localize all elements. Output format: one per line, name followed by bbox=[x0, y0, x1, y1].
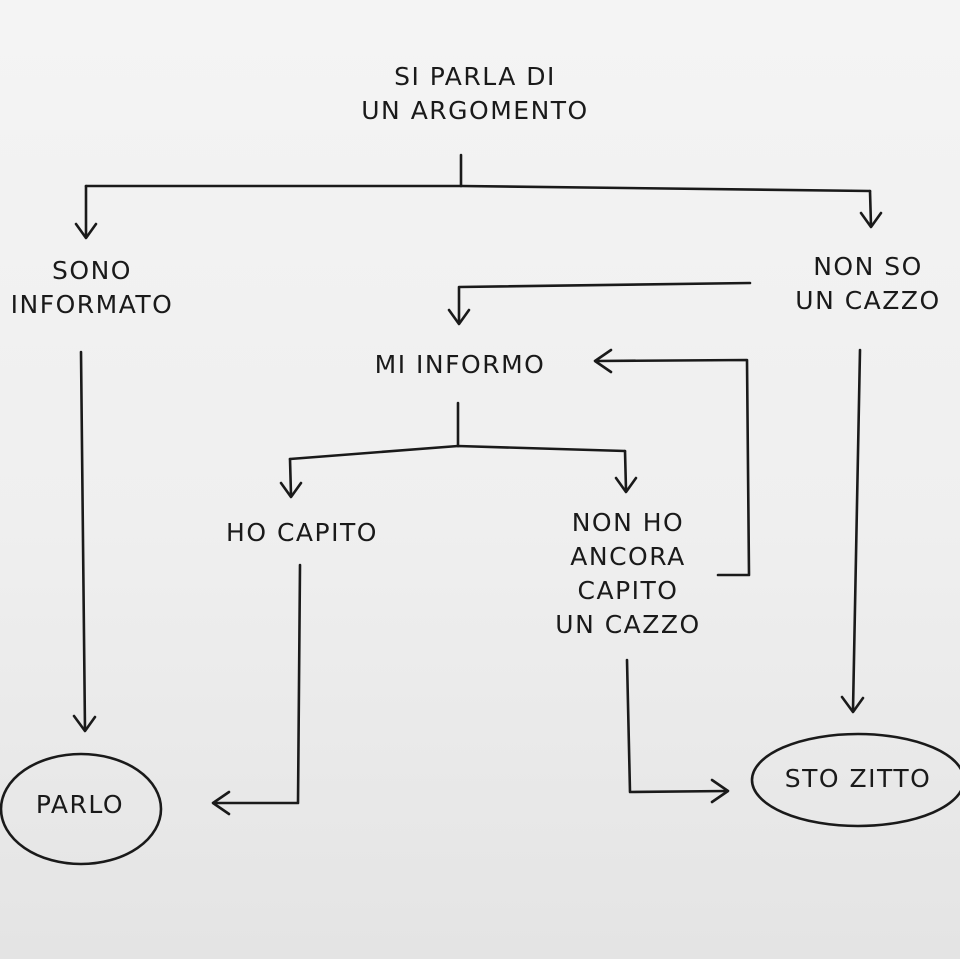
connector-loop-back bbox=[594, 358, 751, 577]
node-not-understood-line-1: NON HO bbox=[571, 508, 685, 537]
node-research-line-1: MI INFORMO bbox=[374, 350, 546, 379]
node-not-understood: NON HO ANCORA CAPITO UN CAZZO bbox=[545, 506, 711, 642]
connector-to-understood bbox=[288, 457, 293, 497]
arrowhead-not-understood bbox=[614, 476, 638, 494]
connector-to-clueless bbox=[868, 189, 873, 228]
connector-not-understood-to-silent bbox=[625, 658, 729, 794]
arrowhead-speak-left bbox=[211, 790, 231, 816]
connector-to-not-understood bbox=[623, 449, 628, 492]
node-speak-line-1: PARLO bbox=[35, 790, 125, 819]
node-informed: SONO INFORMATO bbox=[2, 254, 182, 322]
node-research: MI INFORMO bbox=[360, 348, 560, 382]
node-silent: STO ZITTO bbox=[768, 762, 948, 796]
connector-understood-to-speak bbox=[212, 563, 302, 805]
node-understood: HO CAPITO bbox=[212, 516, 392, 550]
node-clueless-line-2: UN CAZZO bbox=[795, 286, 941, 315]
node-not-understood-line-4: UN CAZZO bbox=[555, 610, 701, 639]
arrowhead-silent-down bbox=[840, 695, 865, 714]
arrowhead-speak-down bbox=[72, 714, 97, 733]
connector-clueless-to-silent bbox=[851, 348, 862, 712]
arrowhead-clueless bbox=[859, 211, 883, 229]
node-speak: PARLO bbox=[10, 788, 150, 822]
node-not-understood-line-3: CAPITO bbox=[577, 576, 679, 605]
node-clueless-line-1: NON SO bbox=[813, 252, 923, 281]
node-informed-line-1: SONO bbox=[52, 256, 132, 285]
arrowhead-research bbox=[447, 308, 471, 326]
connector-topic-split bbox=[84, 184, 872, 193]
arrowhead-silent-right bbox=[710, 778, 730, 804]
node-not-understood-line-2: ANCORA bbox=[570, 542, 686, 571]
arrowhead-understood bbox=[279, 481, 303, 499]
node-topic-line-1: SI PARLA DI bbox=[394, 62, 556, 91]
arrowhead-informed bbox=[74, 222, 98, 240]
connector-research-split bbox=[288, 444, 627, 461]
node-topic: SI PARLA DI UN ARGOMENTO bbox=[340, 60, 610, 128]
connector-clueless-to-research bbox=[457, 281, 752, 324]
node-understood-line-1: HO CAPITO bbox=[226, 518, 378, 547]
node-informed-line-2: INFORMATO bbox=[10, 290, 174, 319]
silent-oval bbox=[750, 732, 960, 828]
node-topic-line-2: UN ARGOMENTO bbox=[361, 96, 589, 125]
node-clueless: NON SO UN CAZZO bbox=[786, 250, 950, 318]
speak-oval bbox=[0, 752, 163, 866]
node-silent-line-1: STO ZITTO bbox=[784, 764, 932, 793]
connector-informed-to-speak bbox=[79, 350, 87, 732]
arrowhead-research-left bbox=[593, 348, 613, 374]
